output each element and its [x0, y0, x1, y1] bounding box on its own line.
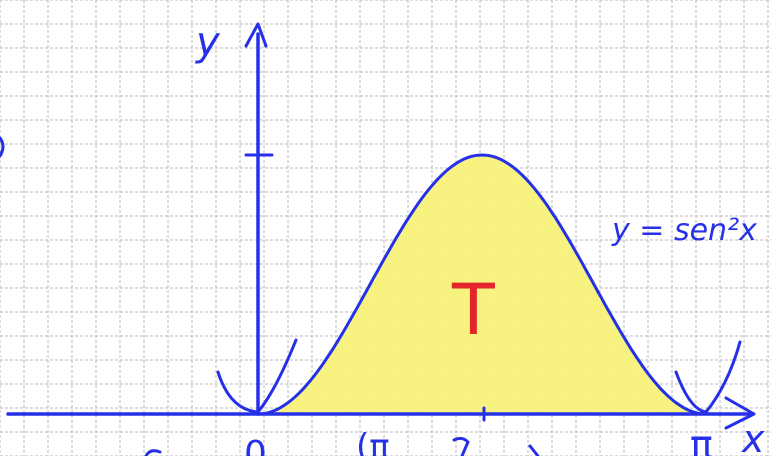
curve-label: y = sen²x: [611, 213, 757, 248]
stray-mark-half-pi: [452, 436, 470, 456]
region-t-fill: [258, 155, 706, 414]
y-axis-arrow: [244, 22, 268, 48]
right-flourish: [674, 340, 742, 414]
stray-mark-left: [0, 136, 5, 158]
stray-mark-bottom: [144, 449, 162, 456]
origin-label: 0: [244, 434, 267, 456]
region-label: T: [451, 269, 495, 351]
x-axis-label: x: [741, 417, 765, 456]
x-axis-arrow: [724, 396, 756, 430]
half-pi-label: (π: [356, 427, 390, 456]
y-axis-label: y: [195, 19, 221, 65]
sine-squared-curve: [256, 153, 708, 416]
pi-label: π: [690, 423, 713, 456]
stray-mark-right: [528, 444, 540, 456]
